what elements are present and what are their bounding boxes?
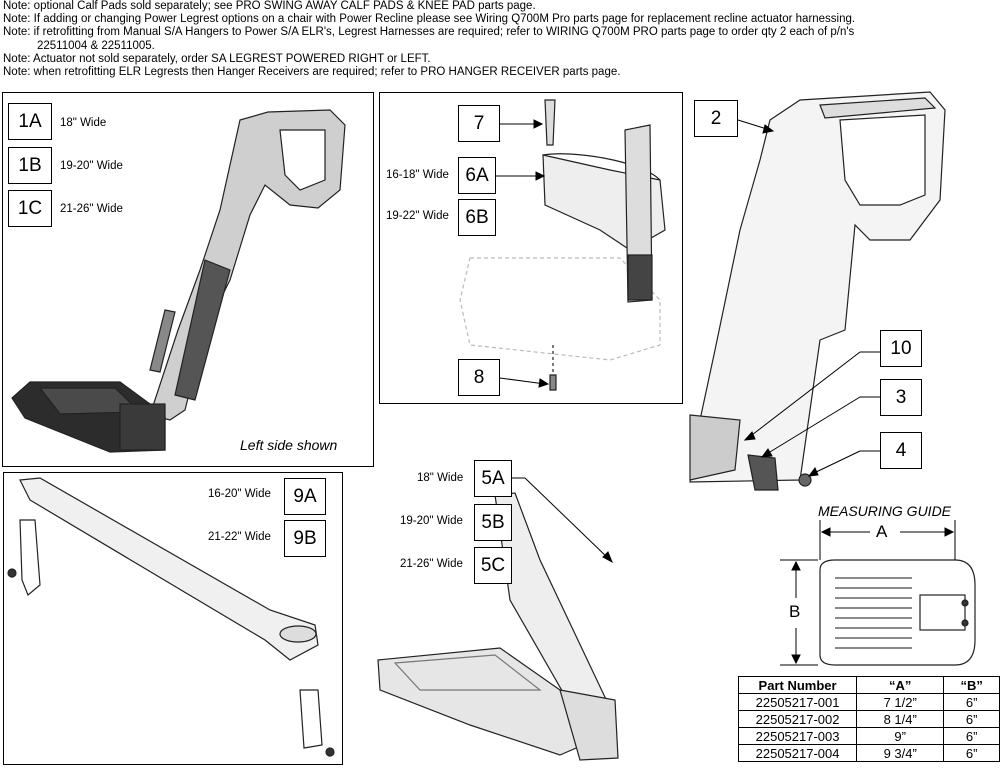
hanger-bracket-panel xyxy=(3,472,343,765)
callout-1a: 1A xyxy=(8,103,52,140)
measuring-guide-illustration xyxy=(819,559,976,666)
size-label-6a: 16-18" Wide xyxy=(386,169,449,181)
leader-lines xyxy=(496,119,880,564)
table-cell: 22505217-002 xyxy=(737,710,858,728)
table-cell: 6” xyxy=(943,744,1000,762)
callout-6b: 6B xyxy=(458,199,496,236)
callout-7: 7 xyxy=(458,105,500,142)
callout-3: 3 xyxy=(880,379,922,416)
size-label-1a: 18" Wide xyxy=(60,117,107,129)
legrest-assembly-panel xyxy=(2,92,374,467)
hanger-bar-illustration xyxy=(7,477,335,757)
table-cell: 8 1/4” xyxy=(856,710,945,728)
size-label-6b: 19-22" Wide xyxy=(386,210,449,222)
column-header: “B” xyxy=(943,676,1000,694)
legrest-assembly-illustration xyxy=(11,109,346,453)
size-label-9a: 16-20" Wide xyxy=(208,488,271,500)
table-row: 22505217-004 9 3/4” 6” xyxy=(737,744,1000,762)
callout-5a: 5A xyxy=(474,460,512,497)
table-row: 22505217-003 9” 6” xyxy=(737,727,1000,745)
table-cell: 6” xyxy=(943,693,1000,711)
main-legrest-illustration xyxy=(377,91,946,761)
table-cell: 6” xyxy=(943,710,1000,728)
note-line: Note: optional Calf Pads sold separately… xyxy=(3,0,536,12)
table-cell: 6” xyxy=(943,727,1000,745)
note-line: Note: when retrofitting ELR Legrests the… xyxy=(3,66,621,79)
table-cell: 22505217-004 xyxy=(737,744,858,762)
size-label-5b: 19-20" Wide xyxy=(400,515,463,527)
table-cell: 9 3/4” xyxy=(856,744,945,762)
table-cell: 22505217-003 xyxy=(737,727,858,745)
table-header-row: Part Number “A” “B” xyxy=(737,676,1000,694)
table-cell: 22505217-001 xyxy=(737,693,858,711)
note-line: 22511004 & 22511005. xyxy=(37,39,155,52)
note-line: Note: if retrofitting from Manual S/A Ha… xyxy=(3,26,855,39)
note-line: Note: If adding or changing Power Legres… xyxy=(3,13,856,26)
size-label-1c: 21-26" Wide xyxy=(60,203,123,215)
calf-pad-illustration xyxy=(459,99,666,391)
callout-1c: 1C xyxy=(8,190,52,227)
callout-10: 10 xyxy=(880,330,922,367)
column-header: Part Number xyxy=(737,676,858,694)
size-label-5a: 18" Wide xyxy=(417,472,464,484)
size-label-5c: 21-26" Wide xyxy=(400,558,463,570)
table-row: 22505217-001 7 1/2” 6” xyxy=(737,693,1000,711)
callout-2: 2 xyxy=(694,100,738,137)
callout-6a: 6A xyxy=(458,157,496,194)
note-line: Note: Actuator not sold separately, orde… xyxy=(3,52,431,65)
callout-5b: 5B xyxy=(474,504,512,541)
callout-1b: 1B xyxy=(8,147,52,184)
measuring-guide-title: MEASURING GUIDE xyxy=(818,503,952,519)
callout-9a: 9A xyxy=(284,478,326,515)
table-row: 22505217-002 8 1/4” 6” xyxy=(737,710,1000,728)
notes-block: Note: optional Calf Pads sold separately… xyxy=(3,0,998,79)
size-label-9b: 21-22" Wide xyxy=(208,531,271,543)
size-label-1b: 19-20" Wide xyxy=(60,160,123,172)
table-cell: 7 1/2” xyxy=(856,693,945,711)
callout-9b: 9B xyxy=(284,520,326,557)
table-cell: 9” xyxy=(856,727,945,745)
column-header: “A” xyxy=(856,676,945,694)
dimension-a-label: A xyxy=(876,522,888,541)
callout-8: 8 xyxy=(458,359,500,396)
dimension-b-label: B xyxy=(789,602,801,621)
callout-4: 4 xyxy=(880,432,922,469)
callout-5c: 5C xyxy=(474,547,512,584)
calf-pad-panel xyxy=(379,92,683,404)
left-side-caption: Left side shown xyxy=(240,437,338,453)
dimension-lines xyxy=(780,520,956,666)
part-number-table: Part Number “A” “B” 22505217-001 7 1/2” … xyxy=(737,676,1000,762)
